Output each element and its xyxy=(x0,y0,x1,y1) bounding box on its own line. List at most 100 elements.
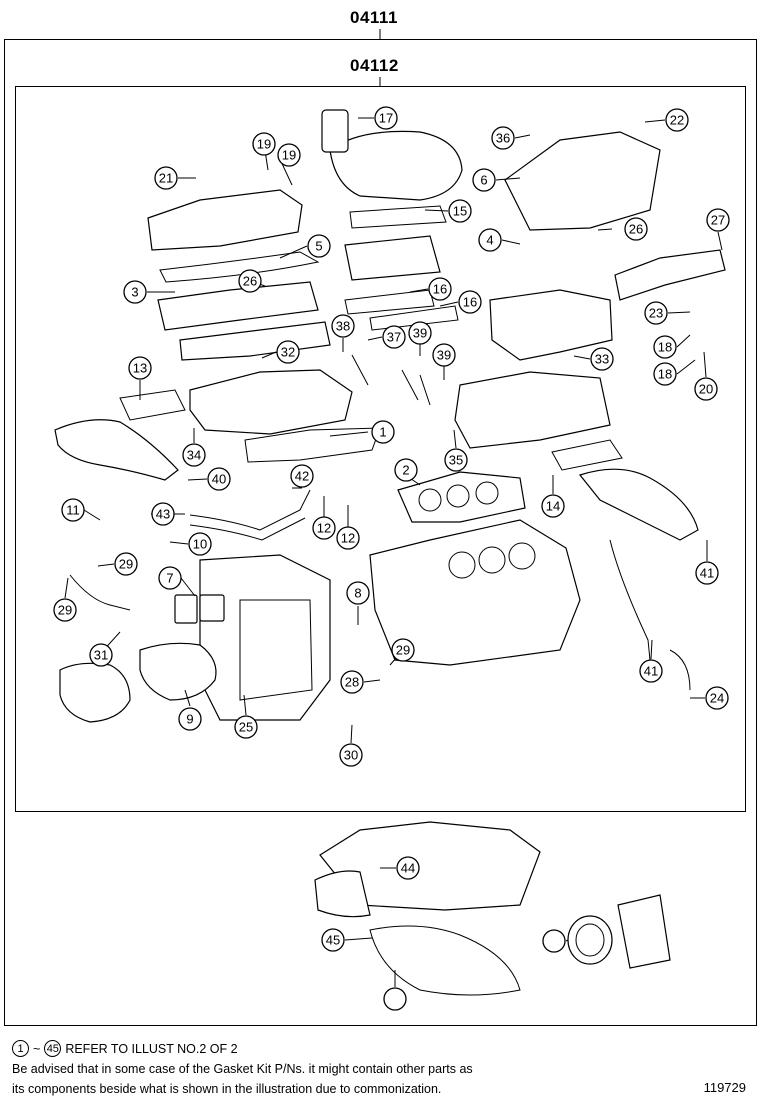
svg-text:19: 19 xyxy=(257,137,271,152)
callout-1: 1 xyxy=(371,420,395,444)
callout-39a: 40 xyxy=(207,467,231,491)
callout-12a: 12 xyxy=(312,516,336,540)
svg-text:17: 17 xyxy=(379,111,393,126)
svg-text:26: 26 xyxy=(629,222,643,237)
callout-12b: 12 xyxy=(336,526,360,550)
svg-text:21: 21 xyxy=(159,171,173,186)
callout-19a: 19 xyxy=(252,132,276,156)
callout-26b: 26 xyxy=(238,269,262,293)
assembly-code-outer: 04111 xyxy=(350,8,398,27)
callout-30: 30 xyxy=(339,743,363,767)
callout-24: 24 xyxy=(705,686,729,710)
callout-9: 9 xyxy=(178,707,202,731)
footer-note-line-2: its components beside what is shown in t… xyxy=(12,1082,442,1096)
callout-33: 33 xyxy=(590,347,614,371)
svg-text:32: 32 xyxy=(281,345,295,360)
callout-21: 21 xyxy=(154,166,178,190)
callout-45 xyxy=(383,987,407,1011)
callout-40: 41 xyxy=(639,659,663,683)
svg-text:44: 44 xyxy=(401,861,415,876)
callout-37a: 37 xyxy=(382,325,406,349)
callout-39b: 41 xyxy=(695,561,719,585)
callout-14: 14 xyxy=(541,494,565,518)
callout-29c: 29 xyxy=(53,598,77,622)
svg-text:33: 33 xyxy=(595,352,609,367)
svg-text:12: 12 xyxy=(341,531,355,546)
svg-text:10: 10 xyxy=(193,537,207,552)
assembly-frame-inner xyxy=(15,86,746,812)
svg-text:2: 2 xyxy=(402,463,409,478)
svg-text:12: 12 xyxy=(317,521,331,536)
callout-34: 34 xyxy=(182,443,206,467)
svg-text:31: 31 xyxy=(94,648,108,663)
svg-text:39: 39 xyxy=(437,348,451,363)
callout-2: 2 xyxy=(394,458,418,482)
callout-32: 32 xyxy=(276,340,300,364)
callout-25: 25 xyxy=(234,715,258,739)
callout-43: 45 xyxy=(321,928,345,952)
callout-38b: 39 xyxy=(432,343,456,367)
svg-text:19: 19 xyxy=(282,148,296,163)
svg-text:11: 11 xyxy=(66,503,80,518)
callout-41a: 42 xyxy=(290,464,314,488)
callout-8: 8 xyxy=(346,581,370,605)
svg-text:9: 9 xyxy=(186,712,193,727)
callout-23: 23 xyxy=(644,301,668,325)
svg-text:42: 42 xyxy=(295,469,309,484)
svg-text:18: 18 xyxy=(658,340,672,355)
svg-text:29: 29 xyxy=(119,557,133,572)
svg-text:28: 28 xyxy=(345,675,359,690)
callout-17: 17 xyxy=(374,106,398,130)
svg-text:38: 38 xyxy=(336,319,350,334)
svg-text:8: 8 xyxy=(354,586,361,601)
svg-text:4: 4 xyxy=(486,233,493,248)
callout-16a: 16 xyxy=(428,277,452,301)
ref-tilde: ~ xyxy=(33,1041,41,1056)
callout-7: 7 xyxy=(158,566,182,590)
callout-44 xyxy=(542,929,566,953)
svg-text:39: 39 xyxy=(413,326,427,341)
svg-text:15: 15 xyxy=(453,204,467,219)
svg-text:13: 13 xyxy=(133,361,147,376)
svg-text:36: 36 xyxy=(496,131,510,146)
svg-text:34: 34 xyxy=(187,448,201,463)
svg-text:22: 22 xyxy=(670,113,684,128)
svg-text:24: 24 xyxy=(710,691,724,706)
callout-41b: 43 xyxy=(151,502,175,526)
svg-text:41: 41 xyxy=(700,566,714,581)
callout-16b: 16 xyxy=(458,290,482,314)
svg-text:41: 41 xyxy=(644,664,658,679)
svg-text:30: 30 xyxy=(344,748,358,763)
ref-end-circle: 45 xyxy=(44,1040,62,1057)
svg-text:6: 6 xyxy=(480,173,487,188)
callout-5: 5 xyxy=(307,234,331,258)
svg-text:3: 3 xyxy=(131,285,138,300)
svg-text:20: 20 xyxy=(699,382,713,397)
svg-text:45: 45 xyxy=(326,933,340,948)
svg-text:37: 37 xyxy=(387,330,401,345)
callout-31: 31 xyxy=(89,643,113,667)
svg-text:23: 23 xyxy=(649,306,663,321)
svg-text:1: 1 xyxy=(379,425,386,440)
callout-36: 36 xyxy=(491,126,515,150)
callout-6: 6 xyxy=(472,168,496,192)
callout-37b: 38 xyxy=(331,314,355,338)
svg-text:16: 16 xyxy=(433,282,447,297)
callout-3: 3 xyxy=(123,280,147,304)
callout-19b: 19 xyxy=(277,143,301,167)
callout-15: 15 xyxy=(448,199,472,223)
svg-text:7: 7 xyxy=(166,571,173,586)
callout-20: 20 xyxy=(694,377,718,401)
svg-text:27: 27 xyxy=(711,213,725,228)
svg-text:18: 18 xyxy=(658,367,672,382)
callout-18b: 18 xyxy=(653,362,677,386)
callout-22: 22 xyxy=(665,108,689,132)
callout-18a: 18 xyxy=(653,335,677,359)
callout-38a: 39 xyxy=(408,321,432,345)
assembly-frame-outer xyxy=(4,39,757,1026)
callout-11: 11 xyxy=(61,498,85,522)
ref-text: REFER TO ILLUST NO.2 OF 2 xyxy=(65,1041,238,1056)
svg-text:14: 14 xyxy=(546,499,560,514)
callout-27: 27 xyxy=(706,208,730,232)
